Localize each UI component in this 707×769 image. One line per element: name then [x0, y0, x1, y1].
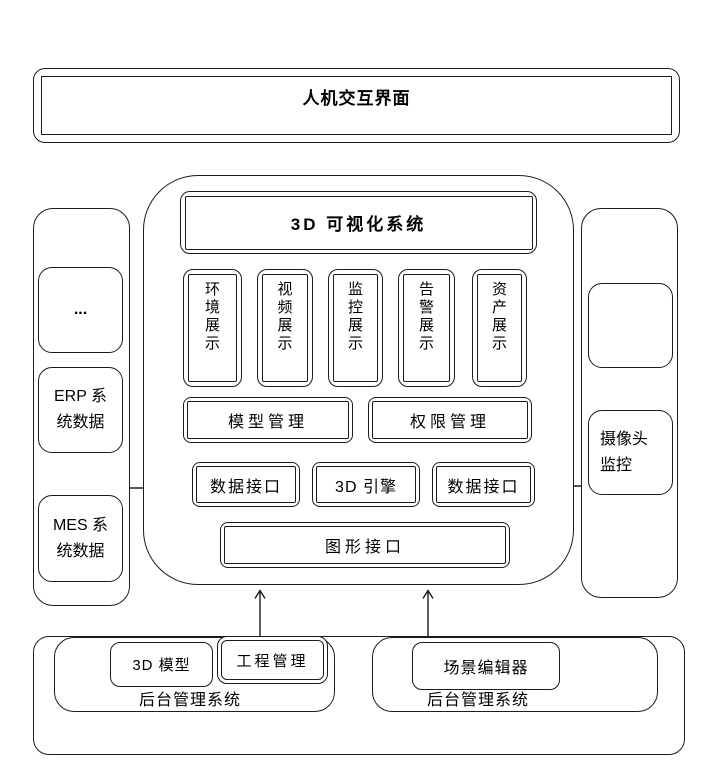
data-interface-right-label: 数据接口	[447, 478, 520, 496]
project-management-label: 工程管理	[236, 652, 309, 670]
engine-3d-label: 3D 引擎	[335, 478, 397, 496]
model-3d-box: 3D 模型	[110, 642, 213, 687]
module-monitor-display: 监控展示	[328, 269, 383, 387]
visualization-system-title-box: 3D 可视化系统	[180, 191, 537, 254]
model-management-box: 模型管理	[183, 397, 353, 443]
more-sources-label: ...	[73, 301, 88, 318]
scene-editor-label: 场景编辑器	[443, 660, 529, 677]
module-asset-display: 资产展示	[472, 269, 527, 387]
backend-left-title: 后台管理系统	[138, 692, 241, 709]
model-management-label: 模型管理	[227, 414, 308, 431]
camera-container	[581, 208, 678, 598]
graphics-interface-label: 图形接口	[324, 539, 405, 556]
module-monitor-label: 监控展示	[347, 281, 363, 352]
module-environment-display: 环境展示	[183, 269, 242, 387]
visualization-system-title: 3D 可视化系统	[290, 215, 427, 234]
mes-data-box: MES 系统数据	[38, 495, 123, 582]
module-alarm-display: 告警展示	[398, 269, 455, 387]
module-asset-label: 资产展示	[491, 281, 507, 352]
erp-data-box: ERP 系统数据	[38, 367, 123, 453]
arrow-backend-right-to-system	[422, 589, 434, 637]
hmi-panel: 人机交互界面	[33, 68, 680, 143]
backend-right-title: 后台管理系统	[426, 692, 529, 709]
scene-editor-box: 场景编辑器	[412, 642, 560, 690]
project-management-box: 工程管理	[217, 636, 328, 684]
module-environment-label: 环境展示	[204, 281, 220, 352]
erp-data-label: ERP 系统数据	[53, 388, 108, 431]
camera-monitor-box: 摄像头监控	[588, 410, 673, 495]
data-interface-left-box: 数据接口	[192, 462, 300, 507]
data-interface-left-label: 数据接口	[209, 478, 282, 496]
module-video-display: 视频展示	[257, 269, 313, 387]
mes-data-label: MES 系统数据	[52, 516, 109, 560]
arrow-backend-left-to-system	[254, 589, 266, 637]
data-interface-right-box: 数据接口	[432, 462, 535, 507]
engine-3d-box: 3D 引擎	[312, 462, 420, 507]
graphics-interface-box: 图形接口	[220, 522, 510, 568]
module-video-label: 视频展示	[277, 281, 293, 352]
camera-empty-box	[588, 283, 673, 368]
model-3d-label: 3D 模型	[132, 657, 191, 674]
module-alarm-label: 告警展示	[418, 281, 434, 352]
camera-monitor-label: 摄像头监控	[600, 430, 649, 474]
permission-management-label: 权限管理	[409, 414, 490, 431]
permission-management-box: 权限管理	[368, 397, 532, 443]
hmi-title: 人机交互界面	[302, 89, 411, 108]
more-sources-box: ...	[38, 267, 123, 353]
